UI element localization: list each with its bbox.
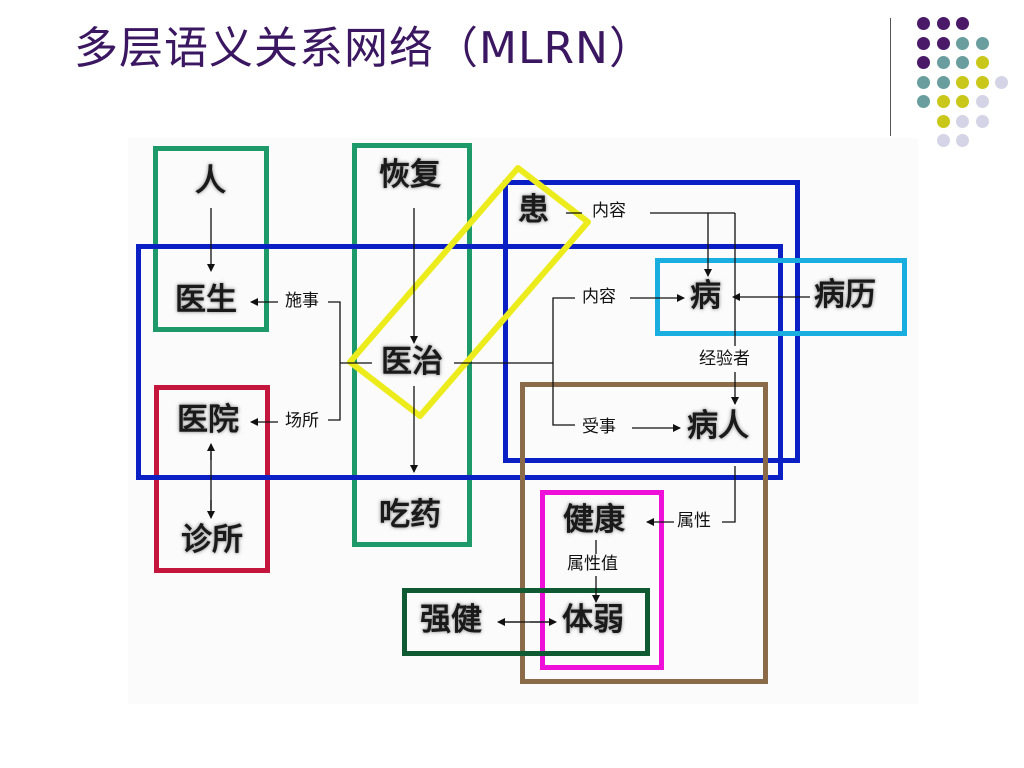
decorative-dot	[936, 56, 950, 69]
relation-neirong-top: 内容	[590, 201, 628, 221]
decorative-dot	[956, 75, 969, 89]
node-bingren: 病人	[687, 408, 749, 444]
relation-shuxingzhi: 属性值	[565, 554, 620, 574]
decorative-dot	[975, 114, 989, 128]
decorative-dot	[936, 95, 950, 108]
relation-neirong-mid: 内容	[580, 287, 618, 307]
slide-title: 多层语义关系网络（MLRN）	[74, 23, 654, 74]
decorative-dot	[995, 75, 1008, 89]
group-box-green-ren	[153, 146, 269, 332]
decorative-dot	[956, 95, 969, 108]
decorative-dot	[917, 95, 930, 108]
decorative-dot	[936, 36, 950, 50]
relation-jingyanzhe: 经验者	[697, 349, 752, 369]
node-jiankang: 健康	[563, 502, 625, 538]
node-qiangjian: 强健	[420, 602, 482, 638]
group-box-brown-bingren	[520, 382, 768, 684]
decorative-dot	[917, 75, 930, 89]
decorative-dot	[975, 75, 989, 89]
decorative-dot	[917, 17, 930, 30]
title-divider	[890, 18, 891, 136]
decorative-dot	[956, 114, 969, 128]
decorative-dot	[956, 134, 969, 147]
node-yizhi: 医治	[381, 344, 443, 380]
node-yiyuan: 医院	[177, 402, 239, 438]
decorative-dot	[975, 95, 989, 108]
group-box-darkgreen-qiangjian	[402, 588, 650, 656]
relation-shoushi: 受事	[580, 417, 618, 437]
relation-changsuo: 场所	[283, 411, 321, 431]
relation-shuxing: 属性	[675, 511, 713, 531]
group-box-yellow-huan-yizhi	[347, 165, 591, 419]
node-huifu: 恢复	[379, 157, 441, 193]
node-huan: 患	[518, 192, 549, 228]
node-ren: 人	[195, 163, 226, 199]
relation-shishi: 施事	[283, 291, 321, 311]
node-bingli: 病历	[814, 277, 876, 313]
node-tiruo: 体弱	[562, 602, 624, 638]
decorative-dot	[956, 36, 969, 50]
decorative-dot	[936, 134, 950, 147]
node-zhensuo: 诊所	[181, 522, 243, 558]
decorative-dot	[936, 17, 950, 30]
decorative-dot	[975, 56, 989, 69]
decorative-dot	[936, 75, 950, 89]
node-bing: 病	[690, 278, 721, 314]
decorative-dot	[936, 114, 950, 128]
decorative-dot	[975, 36, 989, 50]
decorative-dot	[956, 17, 969, 30]
node-chiyao: 吃药	[379, 497, 441, 533]
decorative-dot	[917, 56, 930, 69]
node-yisheng: 医生	[175, 282, 237, 318]
group-box-cyan-bingli	[655, 258, 907, 336]
group-box-green-huifu	[352, 143, 472, 547]
decorative-dot	[956, 56, 969, 69]
decorative-dot	[917, 36, 930, 50]
group-box-magenta-jiankang	[540, 490, 664, 670]
group-box-blue-outer	[136, 244, 783, 480]
